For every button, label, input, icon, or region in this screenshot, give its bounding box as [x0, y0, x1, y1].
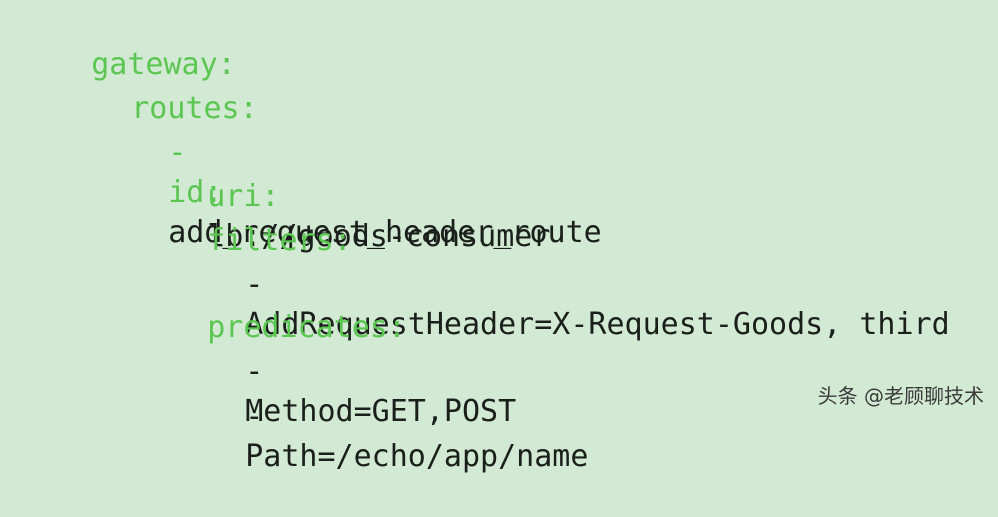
code-line-predicate-path: - Path=/echo/app/name — [173, 357, 588, 474]
yaml-value-path: Path=/echo/app/name — [245, 439, 589, 474]
watermark: 头条 @老顾聊技术 — [817, 384, 984, 408]
code-line-predicates: predicates: — [135, 268, 406, 345]
code-line-predicate-method: - Method=GET,POST — [173, 312, 516, 429]
code-line-routes: routes: — [59, 49, 257, 126]
code-line-uri: uri: lb://goods-consumer — [135, 137, 550, 254]
yaml-key-gateway: gateway: — [91, 47, 236, 82]
yaml-value-filter: AddRequestHeader=X-Request-Goods, third — [245, 307, 950, 342]
code-line-filters: filters: — [135, 181, 352, 258]
yaml-value-id: add_request_header_route — [168, 215, 602, 250]
code-block: gateway: routes: - id: add_request_heade… — [19, 5, 950, 474]
code-line-gateway: gateway: — [19, 5, 236, 82]
yaml-key-uri: uri: — [207, 179, 280, 214]
yaml-value-uri: lb://goods-consumer — [207, 219, 551, 254]
yaml-key-id: id: — [168, 175, 223, 210]
list-dash: - — [245, 267, 264, 302]
code-line-filter-item: - AddRequestHeader=X-Request-Goods, thir… — [173, 225, 949, 342]
yaml-key-predicates: predicates: — [207, 310, 406, 345]
list-dash: - — [168, 135, 187, 170]
list-dash: - — [245, 399, 264, 434]
yaml-key-routes: routes: — [131, 91, 258, 126]
list-dash: - — [245, 354, 264, 389]
code-line-id: - id: add_request_header_route — [96, 93, 601, 250]
yaml-value-method: Method=GET,POST — [245, 394, 517, 429]
yaml-key-filters: filters: — [207, 223, 352, 258]
